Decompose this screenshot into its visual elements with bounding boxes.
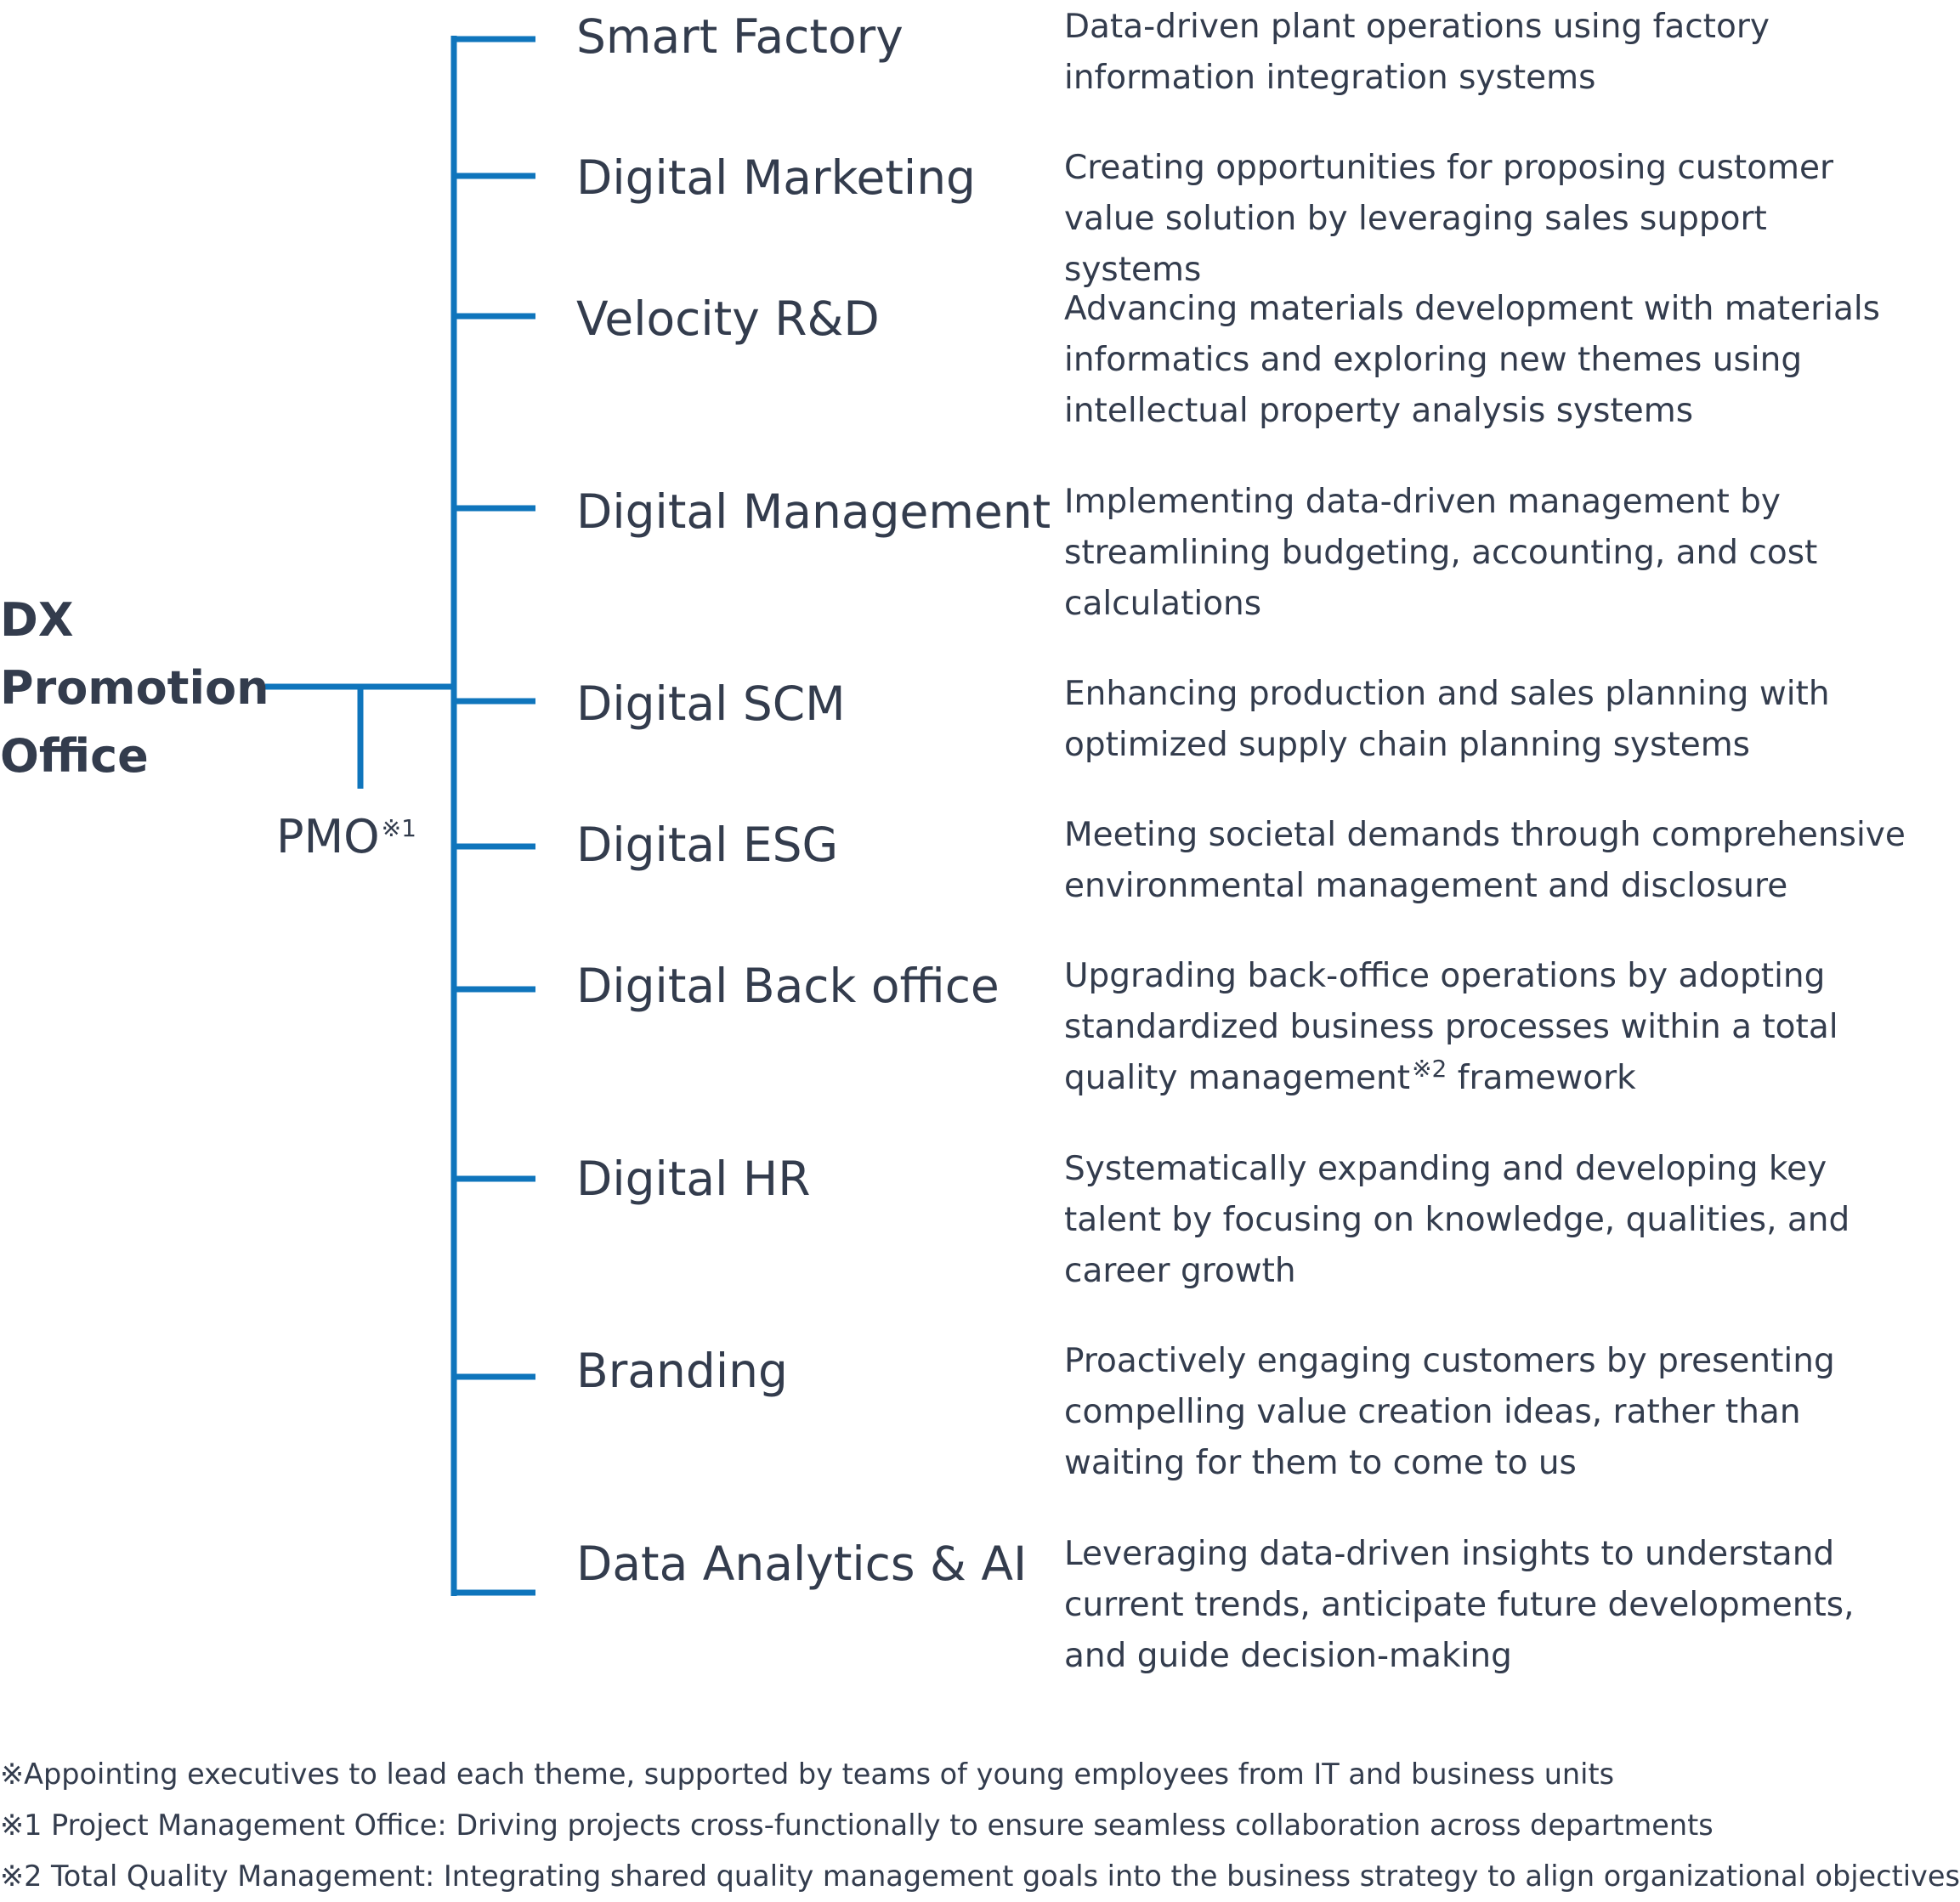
theme-digital-hr: Digital HR <box>576 1152 811 1206</box>
org-title-line: Promotion <box>0 661 269 715</box>
footnote: ※1 Project Management Office: Driving pr… <box>0 1809 1714 1842</box>
theme-description: Advancing materials development with mat… <box>1064 290 1880 430</box>
dx-promotion-office-title: DX Promotion Office <box>0 586 269 790</box>
theme-data-analytics-ai: Data Analytics & AI <box>576 1537 1028 1591</box>
theme-description: Upgrading back-office operations by adop… <box>1064 951 1906 1104</box>
theme-branding: Branding <box>576 1344 788 1398</box>
footnote: ※2 Total Quality Management: Integrating… <box>0 1860 1960 1893</box>
theme-description: Enhancing production and sales planning … <box>1064 675 1830 764</box>
pmo-label: PMO※1 <box>276 807 416 867</box>
pmo-text: PMO <box>276 810 380 863</box>
org-title-line: DX <box>0 593 74 647</box>
pmo-footnote-marker: ※1 <box>381 814 416 842</box>
theme-digital-management: Digital Management <box>576 484 1051 539</box>
org-title-line: Office <box>0 729 149 783</box>
theme-description: Implementing data-driven management by s… <box>1064 483 1818 623</box>
theme-description: Data-driven plant operations using facto… <box>1064 8 1770 97</box>
theme-digital-marketing: Digital Marketing <box>576 150 976 205</box>
footnote: ※Appointing executives to lead each them… <box>0 1758 1615 1791</box>
theme-digital-scm: Digital SCM <box>576 676 846 731</box>
theme-digital-back-office: Digital Back office <box>576 959 1000 1013</box>
org-tree-connectors <box>265 36 535 1596</box>
theme-smart-factory: Smart Factory <box>576 9 904 64</box>
theme-description: Systematically expanding and developing … <box>1064 1150 1850 1290</box>
theme-description: Leveraging data-driven insights to under… <box>1064 1535 1855 1675</box>
description-text: framework <box>1447 1059 1636 1097</box>
theme-velocity-rd: Velocity R&D <box>576 292 880 346</box>
theme-digital-esg: Digital ESG <box>576 818 839 872</box>
theme-description: Proactively engaging customers by presen… <box>1064 1342 1835 1482</box>
tqm-footnote-marker: ※2 <box>1412 1055 1447 1083</box>
footnotes: ※Appointing executives to lead each them… <box>0 1749 1960 1902</box>
theme-description: Meeting societal demands through compreh… <box>1064 816 1906 905</box>
theme-description: Creating opportunities for proposing cus… <box>1064 149 1834 289</box>
description-text: Upgrading back-office operations by adop… <box>1064 957 1838 1097</box>
